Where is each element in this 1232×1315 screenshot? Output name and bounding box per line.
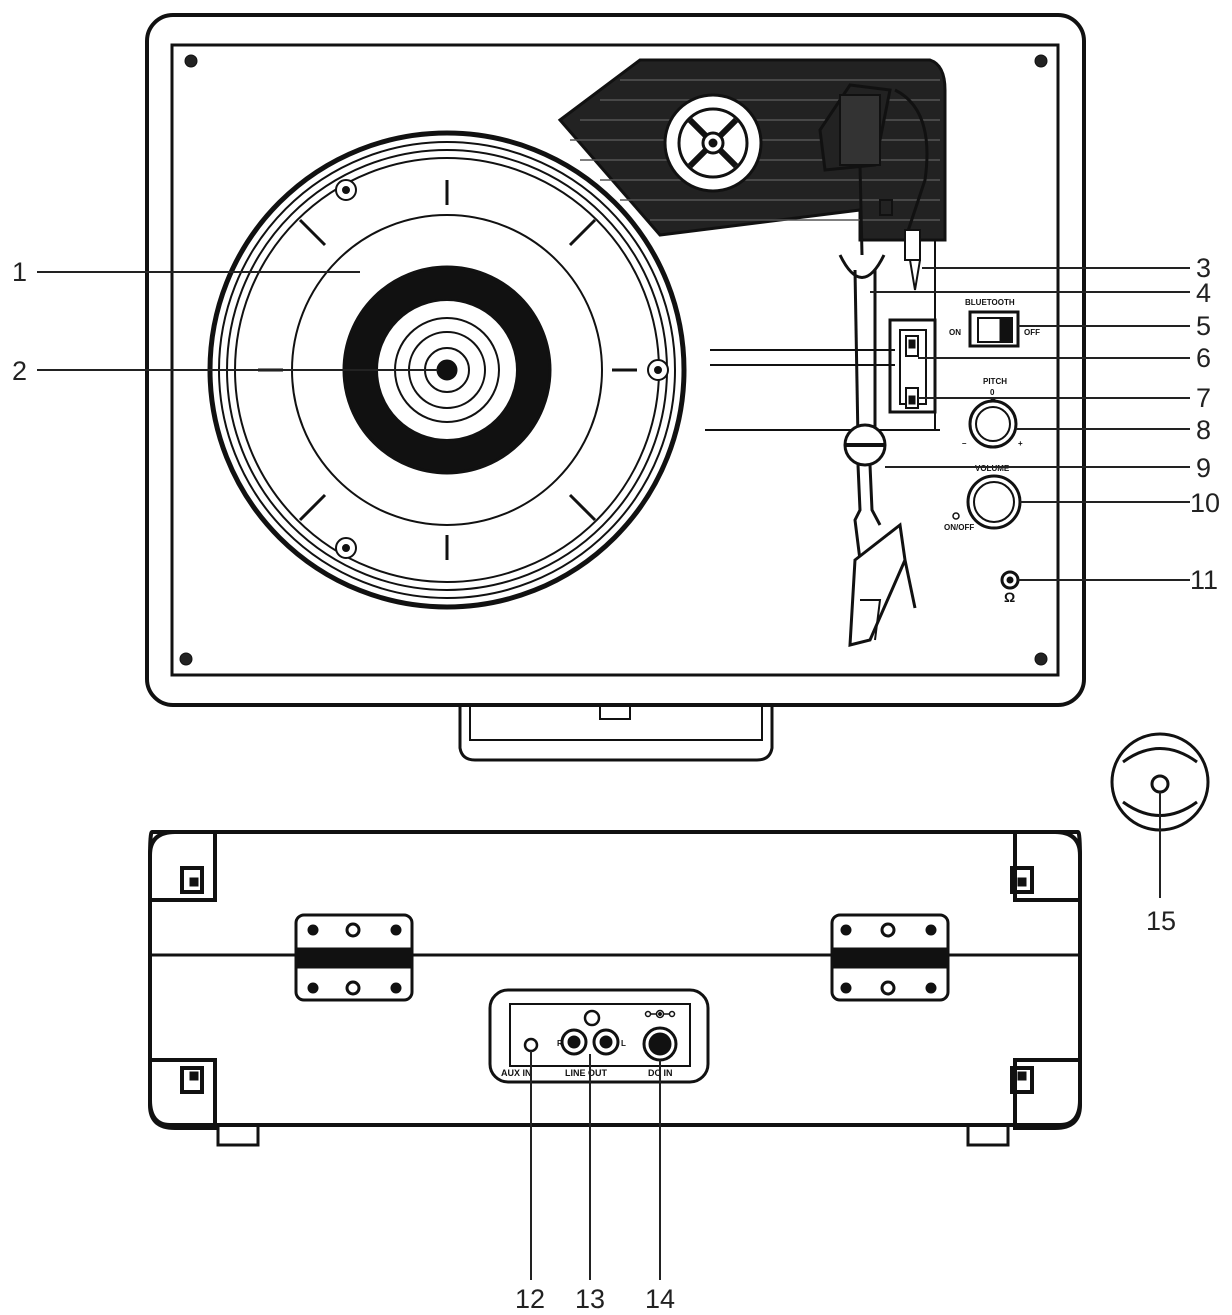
headshell — [848, 522, 907, 647]
pitch-zero-label: 0 — [990, 388, 995, 397]
callout-6: 6 — [1196, 343, 1211, 373]
case-inner — [170, 43, 1060, 677]
callout-7: 7 — [1196, 383, 1211, 413]
pitch-knob — [968, 397, 1018, 449]
callout-numbers: 1 2 3 4 5 6 7 8 9 10 11 12 13 14 15 — [12, 253, 1220, 1314]
panel-labels: BLUETOOTH ON OFF PITCH 0 – + VOLUME ON/O… — [944, 298, 1040, 605]
bluetooth-label: BLUETOOTH — [965, 298, 1015, 307]
dc-in-jack — [642, 1026, 678, 1062]
volume-label: VOLUME — [975, 464, 1010, 473]
top-view — [145, 13, 1086, 762]
rear-view — [148, 830, 1082, 1147]
line-out-jacks — [560, 1028, 620, 1056]
aux-in-jack — [523, 1037, 539, 1053]
bluetooth-switch — [968, 310, 1020, 348]
pitch-minus-label: – — [962, 439, 967, 448]
on-off-label: ON/OFF — [944, 523, 974, 532]
latch-right — [830, 913, 950, 1002]
tonearm — [818, 83, 929, 647]
callout-4: 4 — [1196, 278, 1211, 308]
io-panel — [488, 988, 710, 1084]
callout-15: 15 — [1146, 906, 1176, 936]
callout-14: 14 — [645, 1284, 675, 1314]
line-out-label: LINE OUT — [565, 1068, 608, 1078]
headphone-symbol: Ω — [1004, 589, 1015, 605]
aux-in-label: AUX IN — [501, 1068, 532, 1078]
cue-lever — [904, 229, 921, 261]
callout-5: 5 — [1196, 311, 1211, 341]
tonearm-base — [557, 58, 947, 242]
callout-13: 13 — [575, 1284, 605, 1314]
callout-9: 9 — [1196, 453, 1211, 483]
latch-left — [294, 913, 414, 1002]
callout-11: 11 — [1190, 565, 1218, 595]
callout-12: 12 — [515, 1284, 545, 1314]
headphone-icon — [1000, 570, 1020, 590]
off-label: OFF — [1024, 328, 1040, 337]
dc-polarity-icon — [644, 1009, 676, 1019]
pitch-label: PITCH — [983, 377, 1007, 386]
screw-icon — [179, 54, 1048, 666]
spindle — [436, 359, 458, 381]
callout-8: 8 — [1196, 415, 1211, 445]
callout-1: 1 — [12, 257, 27, 287]
callout-10: 10 — [1190, 488, 1220, 518]
r-label: R — [557, 1039, 563, 1048]
volume-knob — [952, 474, 1022, 530]
on-label: ON — [949, 328, 961, 337]
carry-handle — [458, 705, 774, 762]
callout-3: 3 — [1196, 253, 1211, 283]
callout-2: 2 — [12, 356, 27, 386]
pitch-plus-label: + — [1018, 439, 1023, 448]
l-label: L — [621, 1039, 626, 1048]
leader-lines — [37, 267, 1190, 1280]
